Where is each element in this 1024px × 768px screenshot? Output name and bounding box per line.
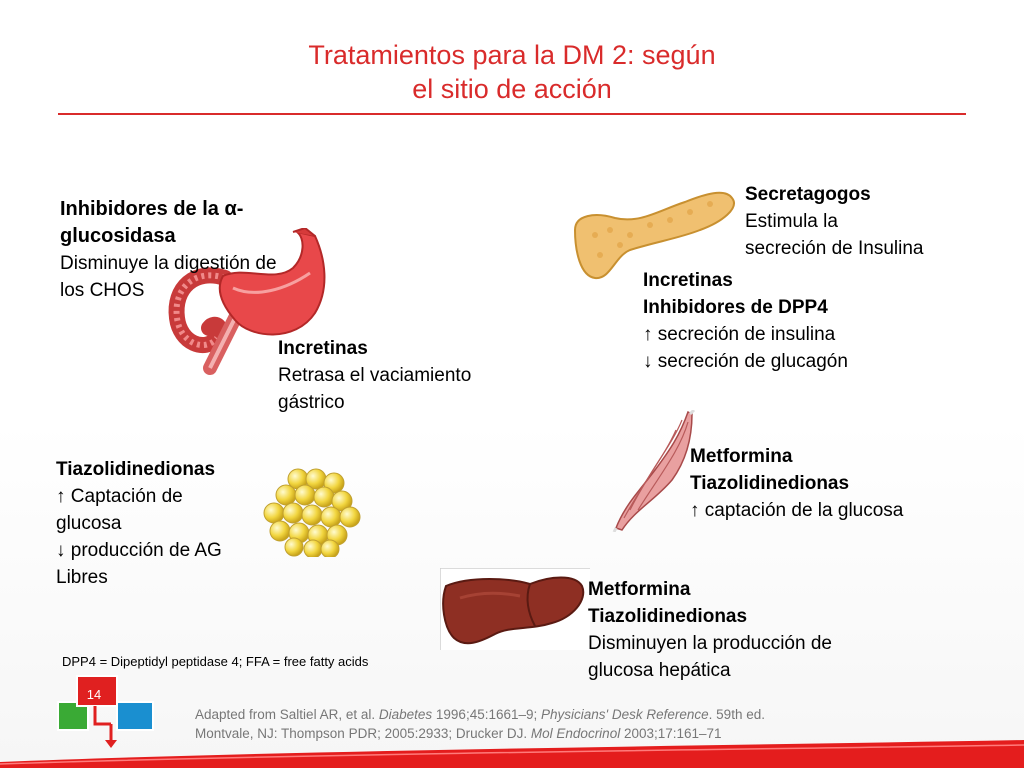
alpha-glucosidase-line-1: Disminuye la digestión de (60, 253, 277, 274)
company-logo (57, 675, 154, 748)
liver-illustration (440, 568, 590, 650)
stomach-icon (218, 228, 326, 336)
dpp4-heading-2: Inhibidores de DPP4 (643, 297, 828, 318)
pancreas-illustration (573, 191, 735, 280)
liver-heading-1: Metformina (588, 579, 691, 600)
tzd-fat-line-1: ↑ Captación de (56, 486, 183, 507)
incretin-stomach-line-1: Retrasa el vaciamiento (278, 365, 472, 386)
alpha-glucosidase-block: Inhibidores de la α- glucosidasa Disminu… (60, 196, 340, 304)
secretagogues-heading: Secretagogos (745, 184, 871, 205)
reference-citation: Adapted from Saltiel AR, et al. Diabetes… (195, 705, 935, 743)
tzd-fat-line-3: ↓ producción de AG (56, 540, 222, 561)
pancreas-icon (573, 191, 735, 280)
incretin-stomach-heading: Incretinas (278, 338, 368, 359)
incretin-stomach-block: Incretinas Retrasa el vaciamiento gástri… (278, 335, 538, 416)
ref-part-1: Adapted from Saltiel AR, et al. (195, 707, 379, 722)
tzd-fat-heading: Tiazolidinedionas (56, 459, 216, 480)
incretin-stomach-line-2: gástrico (278, 392, 345, 413)
intestine-icon (168, 267, 242, 375)
liver-line-2: glucosa hepática (588, 660, 731, 681)
ref-part-2: 1996;45:1661–9; (432, 707, 542, 722)
muscle-block: Metformina Tiazolidinedionas ↑ captación… (690, 443, 990, 524)
alpha-glucosidase-heading-1: Inhibidores de la α- (60, 198, 244, 220)
abbreviation-footnote: DPP4 = Dipeptidyl peptidase 4; FFA = fre… (62, 654, 369, 669)
muscle-illustration (612, 410, 695, 532)
dpp4-heading-1: Incretinas (643, 270, 733, 291)
ref-journal-3: Mol Endocrinol (530, 726, 621, 741)
fat-cells-icon (263, 468, 361, 557)
liver-icon (442, 576, 585, 645)
ref-part-5: 2003;17:161–71 (620, 726, 722, 741)
alpha-glucosidase-line-2: los CHOS (60, 280, 145, 301)
slide-title: Tratamientos para la DM 2: según el siti… (0, 38, 1024, 106)
alpha-glucosidase-heading-2: glucosidasa (60, 225, 176, 247)
liver-line-1: Disminuyen la producción de (588, 633, 832, 654)
liver-block: Metformina Tiazolidinedionas Disminuyen … (588, 576, 908, 684)
ref-part-3: . 59th ed. (708, 707, 765, 722)
tzd-fat-line-4: Libres (56, 567, 108, 588)
secretagogues-line-1: Estimula la (745, 211, 838, 232)
ref-journal-2: Physicians' Desk Reference (541, 707, 709, 722)
bottom-decoration (0, 740, 1024, 768)
page-number: 14 (86, 687, 102, 702)
muscle-heading-2: Tiazolidinedionas (690, 473, 850, 494)
muscle-heading-1: Metformina (690, 446, 793, 467)
title-line-1: Tratamientos para la DM 2: según (308, 40, 716, 70)
dpp4-line-1: ↑ secreción de insulina (643, 324, 836, 345)
muscle-icon (612, 410, 695, 532)
title-divider (58, 113, 966, 115)
dpp4-line-2: ↓ secreción de glucagón (643, 351, 848, 372)
liver-heading-2: Tiazolidinedionas (588, 606, 748, 627)
title-line-2: el sitio de acción (412, 74, 612, 104)
ref-part-4: Montvale, NJ: Thompson PDR; 2005:2933; D… (195, 726, 531, 741)
tzd-fat-line-2: glucosa (56, 513, 122, 534)
thiazolidinediones-fat-block: Tiazolidinedionas ↑ Captación de glucosa… (56, 456, 266, 591)
secretagogues-line-2: secreción de Insulina (745, 238, 924, 259)
stomach-intestine-illustration (168, 228, 326, 375)
muscle-line-1: ↑ captación de la glucosa (690, 500, 904, 521)
adipose-illustration (263, 468, 361, 557)
dpp4-block: Incretinas Inhibidores de DPP4 ↑ secreci… (643, 267, 943, 375)
ref-journal-1: Diabetes (378, 707, 433, 722)
secretagogues-block: Secretagogos Estimula la secreción de In… (745, 181, 995, 262)
